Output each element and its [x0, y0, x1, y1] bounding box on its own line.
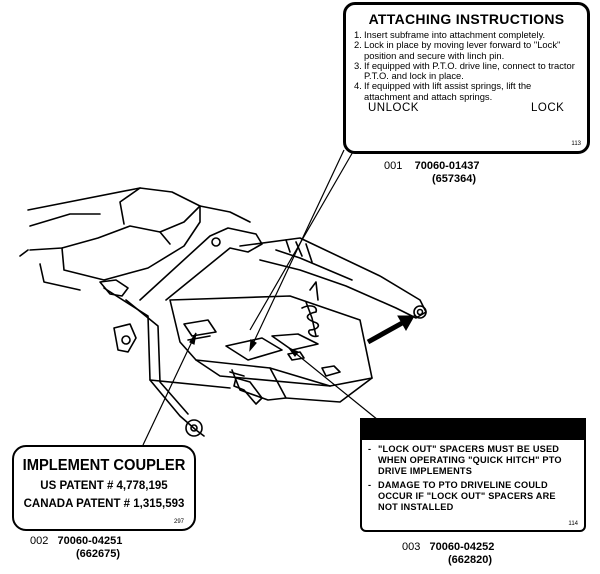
coupler-title: IMPLEMENT COUPLER — [22, 457, 186, 474]
tractor-seat-drawing — [19, 187, 251, 291]
attaching-step: 2.Lock in place by moving lever forward … — [354, 39, 561, 61]
attaching-step: 1.Insert subframe into attachment comple… — [354, 29, 546, 40]
attaching-steps: 1.Insert subframe into attachment comple… — [354, 29, 579, 102]
subframe-drawing — [99, 227, 427, 437]
warning-body: -"LOCK OUT" SPACERS MUST BE USED WHEN OP… — [362, 440, 584, 521]
canada-patent: CANADA PATENT # 1,315,593 — [23, 498, 185, 510]
pin-arrow — [366, 315, 415, 345]
leader-line-attaching-2 — [249, 149, 355, 331]
attaching-title: ATTACHING INSTRUCTIONS — [368, 11, 565, 27]
lever-row: UNLOCK LOCK — [354, 102, 579, 142]
lockout-warning-decal: -"LOCK OUT" SPACERS MUST BE USED WHEN OP… — [360, 418, 586, 532]
us-patent: US PATENT # 4,778,195 — [40, 480, 168, 492]
leader-line-coupler — [142, 332, 197, 446]
coupler-part-number: 002 70060-04251 (662675) — [30, 535, 123, 560]
warning-item: -DAMAGE TO PTO DRIVELINE COULD OCCUR IF … — [368, 480, 556, 512]
coupler-decal-code: 297 — [173, 519, 184, 525]
leader-line-attaching — [249, 149, 345, 351]
implement-coupler-decal: IMPLEMENT COUPLER US PATENT # 4,778,195 … — [12, 445, 196, 531]
lock-label: LOCK — [531, 102, 565, 115]
unlock-label: UNLOCK — [368, 102, 419, 115]
attaching-part-number: 001 70060-01437 (657364) — [384, 160, 480, 185]
attaching-decal-code: 113 — [571, 141, 581, 147]
leader-line-warning — [288, 347, 379, 421]
warning-header-bar — [362, 420, 584, 440]
attaching-instructions-decal: ATTACHING INSTRUCTIONS 1.Insert subframe… — [343, 2, 590, 154]
warning-part-number: 003 70060-04252 (662820) — [402, 541, 495, 566]
warning-item: -"LOCK OUT" SPACERS MUST BE USED WHEN OP… — [368, 444, 562, 476]
warning-decal-code: 114 — [568, 521, 578, 527]
attaching-step: 3.If equipped with P.T.O. drive line, co… — [354, 59, 575, 82]
attaching-step: 4.If equipped with lift assist springs, … — [354, 80, 532, 102]
